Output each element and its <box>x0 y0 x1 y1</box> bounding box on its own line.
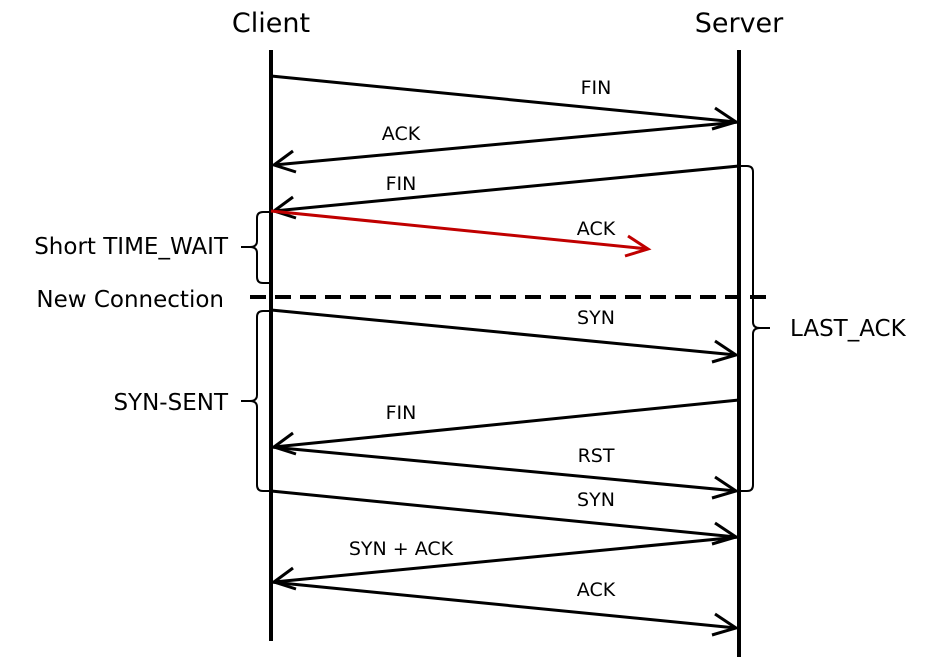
last-ack-label: LAST_ACK <box>790 316 907 342</box>
message-line <box>270 580 737 630</box>
message-line <box>273 535 740 584</box>
message-label: FIN <box>581 77 612 99</box>
message-line <box>270 74 737 124</box>
message-syn-2: SYN <box>270 489 740 546</box>
message-line <box>270 209 649 251</box>
message-label: SYN <box>577 489 615 511</box>
client-title: Client <box>232 8 310 39</box>
message-syn-1: SYN <box>270 307 740 364</box>
syn-sent-label: SYN-SENT <box>113 390 228 416</box>
message-line <box>270 445 737 493</box>
arrowhead-icon <box>270 566 297 591</box>
message-ack-1: ACK <box>270 120 740 174</box>
message-line <box>270 308 737 357</box>
message-label: ACK <box>382 123 421 145</box>
message-label: FIN <box>386 402 417 424</box>
message-label: SYN + ACK <box>349 538 454 560</box>
arrowhead-icon <box>270 431 297 456</box>
arrowhead-icon <box>711 475 740 500</box>
arrowhead-icon <box>711 612 740 637</box>
message-ack-lost: ACK <box>270 209 652 258</box>
short-time-wait-label: Short TIME_WAIT <box>34 234 229 260</box>
last-ack-bracket <box>739 165 770 492</box>
message-line <box>273 164 740 213</box>
message-line <box>273 398 740 449</box>
message-label: SYN <box>577 307 615 329</box>
arrowhead-icon <box>270 149 297 174</box>
short-time-wait-bracket <box>241 211 271 284</box>
new-connection-label: New Connection <box>36 287 224 313</box>
arrowhead-icon <box>624 234 652 258</box>
arrowhead-icon <box>270 195 297 220</box>
syn-sent-bracket <box>241 310 271 492</box>
message-label: ACK <box>577 218 616 240</box>
message-syn-ack: SYN + ACK <box>270 535 740 591</box>
arrowhead-icon <box>711 339 740 364</box>
message-line <box>270 489 737 539</box>
message-rst: RST <box>270 445 740 500</box>
message-label: ACK <box>577 579 616 601</box>
message-fin-1: FIN <box>270 74 740 131</box>
server-title: Server <box>695 8 784 39</box>
message-label: RST <box>578 445 615 467</box>
message-line <box>273 120 740 167</box>
message-ack-2: ACK <box>270 579 740 637</box>
message-label: FIN <box>386 173 417 195</box>
message-fin-3: FIN <box>270 398 740 456</box>
message-fin-2: FIN <box>270 164 740 220</box>
